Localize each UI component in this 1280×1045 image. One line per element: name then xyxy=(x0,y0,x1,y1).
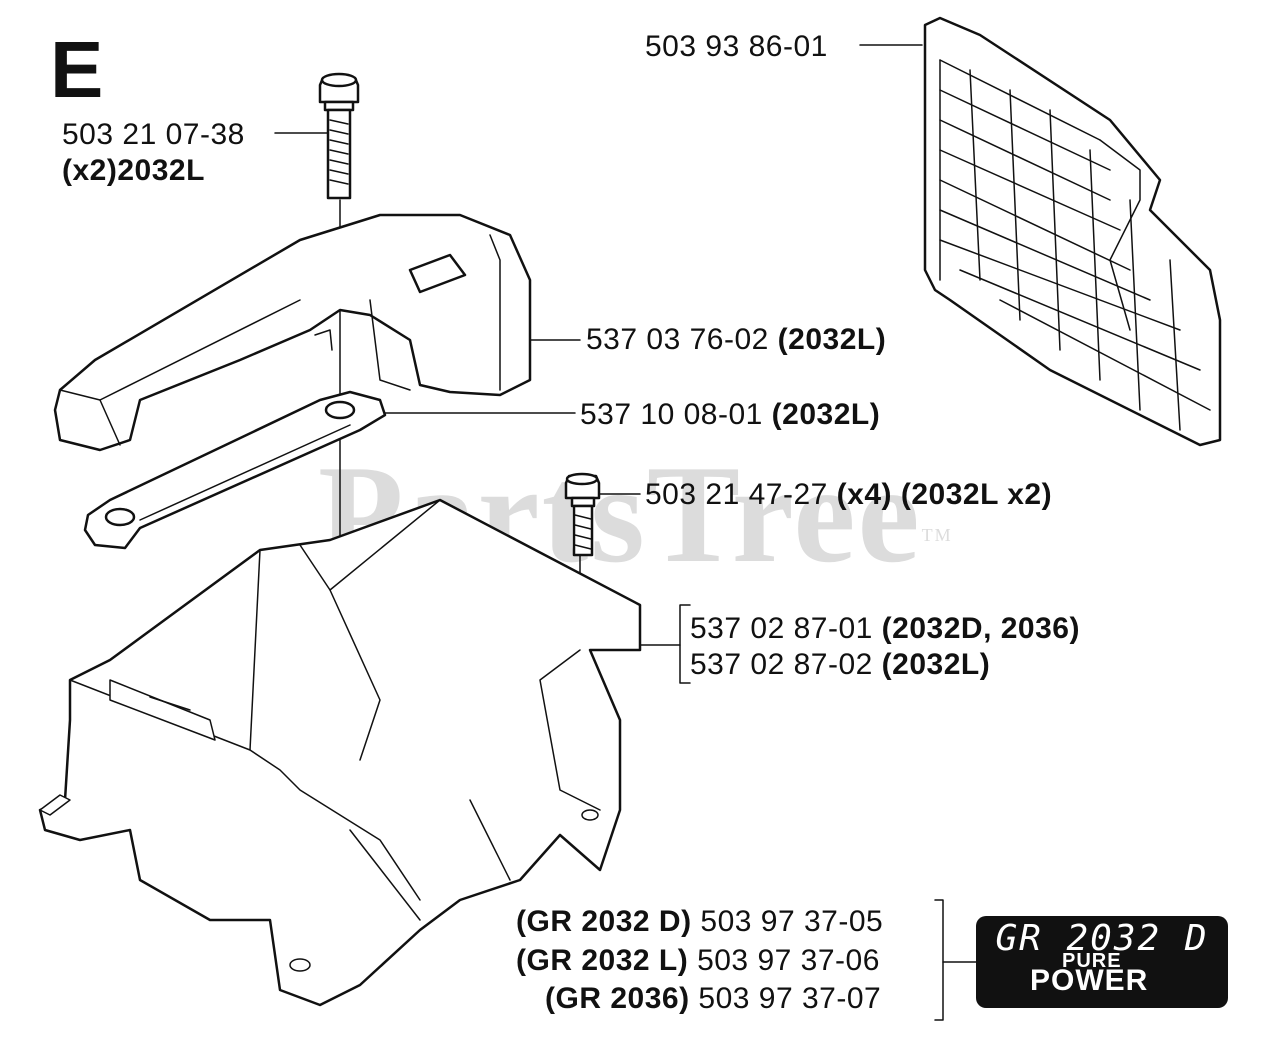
decal-l-model: (GR 2032 L) xyxy=(516,944,689,977)
decal-d-label: (GR 2032 D) 503 97 37-05 xyxy=(516,905,883,939)
section-letter: E xyxy=(50,25,104,114)
bar-label: 537 10 08-01 (2032L) xyxy=(580,398,880,432)
bar-illustration xyxy=(83,390,387,550)
guard-rail-illustration xyxy=(923,16,1222,447)
cover-a-number: 537 02 87-01 xyxy=(690,612,873,645)
cover-b-number: 537 02 87-02 xyxy=(690,648,873,681)
top-cover-illustration xyxy=(53,213,532,452)
bolt-mid-illustration xyxy=(564,472,601,557)
cover-a-note: (2032D, 2036) xyxy=(881,612,1080,645)
cover-b-label: 537 02 87-02 (2032L) xyxy=(690,648,990,682)
main-cover-illustration xyxy=(38,498,642,1007)
bolt-mid-number: 503 21 47-27 xyxy=(645,478,828,511)
decal-36-label: (GR 2036) 503 97 37-07 xyxy=(545,982,881,1016)
bar-note: (2032L) xyxy=(771,398,881,431)
bolt-top-note: (x2)2032L xyxy=(62,154,205,187)
guard-rail-number: 503 93 86-01 xyxy=(645,30,828,63)
decal-badge-model: GR 2032 D xyxy=(995,918,1209,959)
top-cover-label: 537 03 76-02 (2032L) xyxy=(586,323,886,357)
top-cover-number: 537 03 76-02 xyxy=(586,323,769,356)
decal-l-number: 503 97 37-06 xyxy=(697,944,880,977)
decal-36-model: (GR 2036) xyxy=(545,982,690,1015)
decal-badge-pure: PURE xyxy=(1062,950,1122,972)
decal-36-number: 503 97 37-07 xyxy=(698,982,882,1015)
decal-badge-power: POWER xyxy=(1030,964,1149,997)
cover-b-note: (2032L) xyxy=(881,648,991,681)
bolt-top-illustration xyxy=(318,72,360,200)
decal-l-label: (GR 2032 L) 503 97 37-06 xyxy=(516,944,880,978)
cover-a-label: 537 02 87-01 (2032D, 2036) xyxy=(690,612,1080,646)
decal-d-model: (GR 2032 D) xyxy=(516,905,692,938)
bar-number: 537 10 08-01 xyxy=(580,398,763,431)
decal-d-number: 503 97 37-05 xyxy=(700,905,884,938)
top-cover-note: (2032L) xyxy=(777,323,887,356)
bolt-top-number: 503 21 07-38 xyxy=(62,118,245,151)
bolt-mid-label: 503 21 47-27 (x4) (2032L x2) xyxy=(645,478,1052,512)
bolt-mid-note: (x4) (2032L x2) xyxy=(836,478,1053,511)
decal-badge: GR 2032 D xyxy=(976,916,1228,1008)
